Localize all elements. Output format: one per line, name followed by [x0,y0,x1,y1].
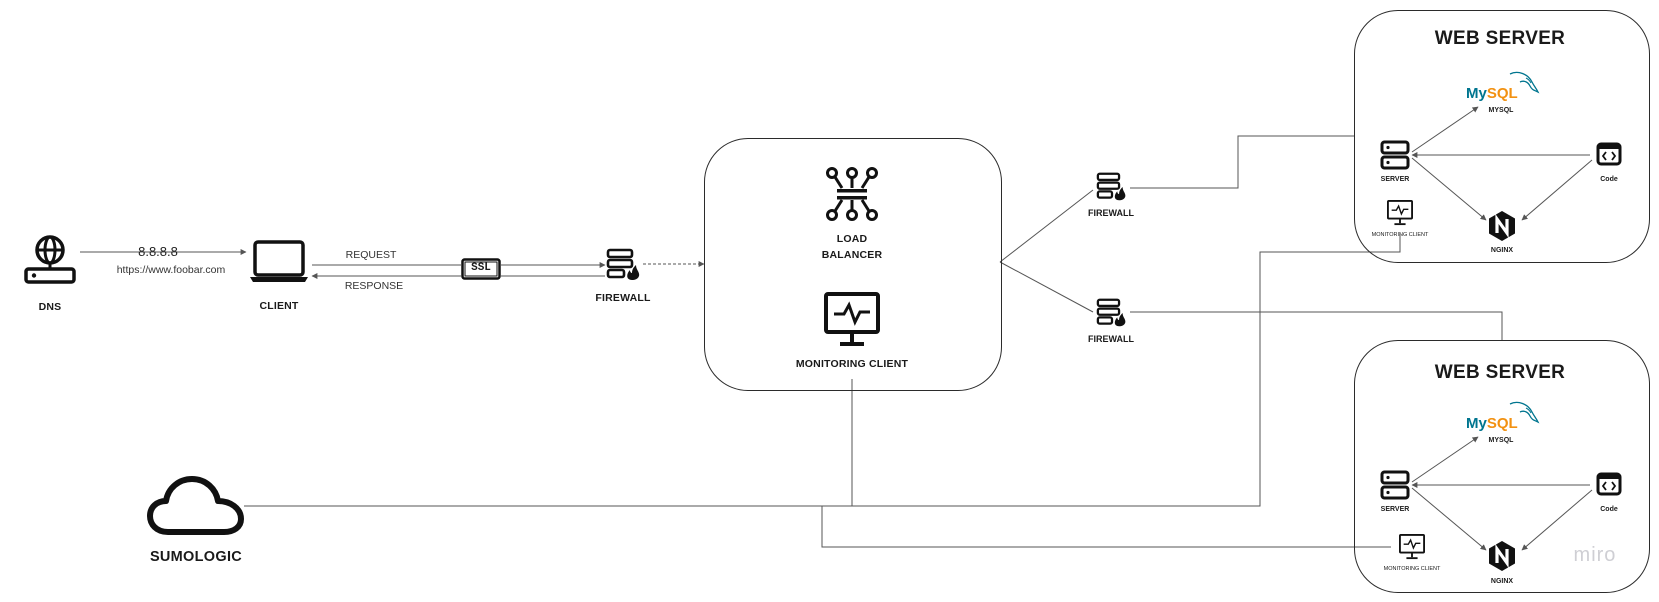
firewall-bottom-node [1096,298,1128,333]
web-server-title-1: WEB SERVER [1434,28,1566,49]
globe-server-icon [24,235,76,284]
server-icon [1380,470,1410,500]
server-node-1 [1380,140,1410,175]
firewall-client-label: FIREWALL [595,292,651,304]
load-balancer-icon [826,167,878,221]
cloud-icon [147,476,244,535]
miro-watermark: miro [1573,544,1617,566]
nginx-node-1 [1487,210,1517,247]
lb-monitoring-to-sumologic [244,379,853,507]
firewall-icon [1096,298,1126,327]
load-balancer-label-2: BALANCER [821,249,883,261]
sumologic-to-ws2-monitoring [821,506,1391,548]
lb-to-firewall-bottom [999,261,1094,313]
mysql-logo-my: My [1466,415,1487,432]
firewall-top-label: FIREWALL [1088,208,1134,218]
mysql-logo-sql: SQL [1486,85,1518,102]
monitor-pulse-icon [1387,200,1413,226]
response-label: RESPONSE [344,280,404,292]
dns-ip-label: 8.8.8.8 [138,244,178,259]
nginx-label-2: NGINX [1490,578,1514,585]
monitor-pulse-icon [1399,534,1425,560]
nginx-icon [1489,541,1515,571]
lb-monitoring-node [824,292,880,353]
server-node-2 [1380,470,1410,505]
mysql-label-2: MYSQL [1488,437,1514,444]
dns-node [22,234,78,291]
server-label-1: SERVER [1380,176,1410,183]
server-icon [1380,140,1410,170]
server-label-2: SERVER [1380,506,1410,513]
firewall-client-node [606,248,642,287]
ssl-badge-text: SSL [471,262,491,274]
firewall-icon [1096,172,1126,201]
nginx-node-2 [1487,540,1517,577]
ws2-server-to-mysql [1411,436,1479,483]
code-node-1 [1596,142,1622,171]
web-server-box-1 [1354,10,1650,263]
firewall-icon [606,248,640,280]
dns-reply-label: https://www.foobar.com [96,264,246,276]
firewall-bottom-label: FIREWALL [1088,334,1134,344]
ws2-monitoring-node [1398,534,1426,565]
firewall-top-to-webserver-1 [1130,135,1354,189]
nginx-icon [1489,211,1515,241]
firewall-top-node [1096,172,1128,207]
code-label-1: Code [1600,176,1618,183]
code-icon [1596,472,1622,496]
load-balancer-label-1: LOAD [836,233,868,245]
ws2-code-to-nginx [1521,489,1593,551]
load-balancer-box [704,138,1002,391]
code-node-2 [1596,472,1622,501]
mysql-logo-sql: SQL [1486,415,1518,432]
laptop-icon [250,240,308,282]
code-icon [1596,142,1622,166]
ws1-monitoring-label: MONITORING CLIENT [1371,232,1429,238]
firewall-bottom-to-webserver-2 [1130,311,1503,340]
mysql-label-1: MYSQL [1488,107,1514,114]
mysql-dolphin-icon [1509,401,1540,424]
ws2-server-to-nginx [1411,487,1487,551]
ws1-code-to-nginx [1521,159,1593,221]
sumologic-node [146,474,246,543]
mysql-logo-1: MySQL [1466,70,1540,104]
dns-label: DNS [38,301,62,313]
sumologic-to-ws1-monitoring [852,234,1401,507]
mysql-logo-my: My [1466,85,1487,102]
lb-to-firewall-top [999,189,1094,263]
code-label-2: Code [1600,506,1618,513]
sumologic-label: SUMOLOGIC [149,549,243,565]
load-balancer-node [825,166,879,227]
ws1-server-to-mysql [1411,106,1479,153]
ssl-badge-icon: SSL [461,258,501,280]
ws2-monitoring-label: MONITORING CLIENT [1383,566,1441,572]
client-node [248,240,310,289]
mysql-dolphin-icon [1509,71,1540,94]
client-label: CLIENT [259,300,299,312]
ws1-monitoring-node [1386,200,1414,231]
ws1-server-to-nginx [1411,157,1487,221]
mysql-logo-2: MySQL [1466,400,1540,434]
web-server-title-2: WEB SERVER [1434,362,1566,383]
request-label: REQUEST [345,249,397,261]
monitor-pulse-icon [824,292,880,346]
nginx-label-1: NGINX [1490,247,1514,254]
web-server-box-2 [1354,340,1650,593]
lb-monitoring-label: MONITORING CLIENT [795,358,909,370]
